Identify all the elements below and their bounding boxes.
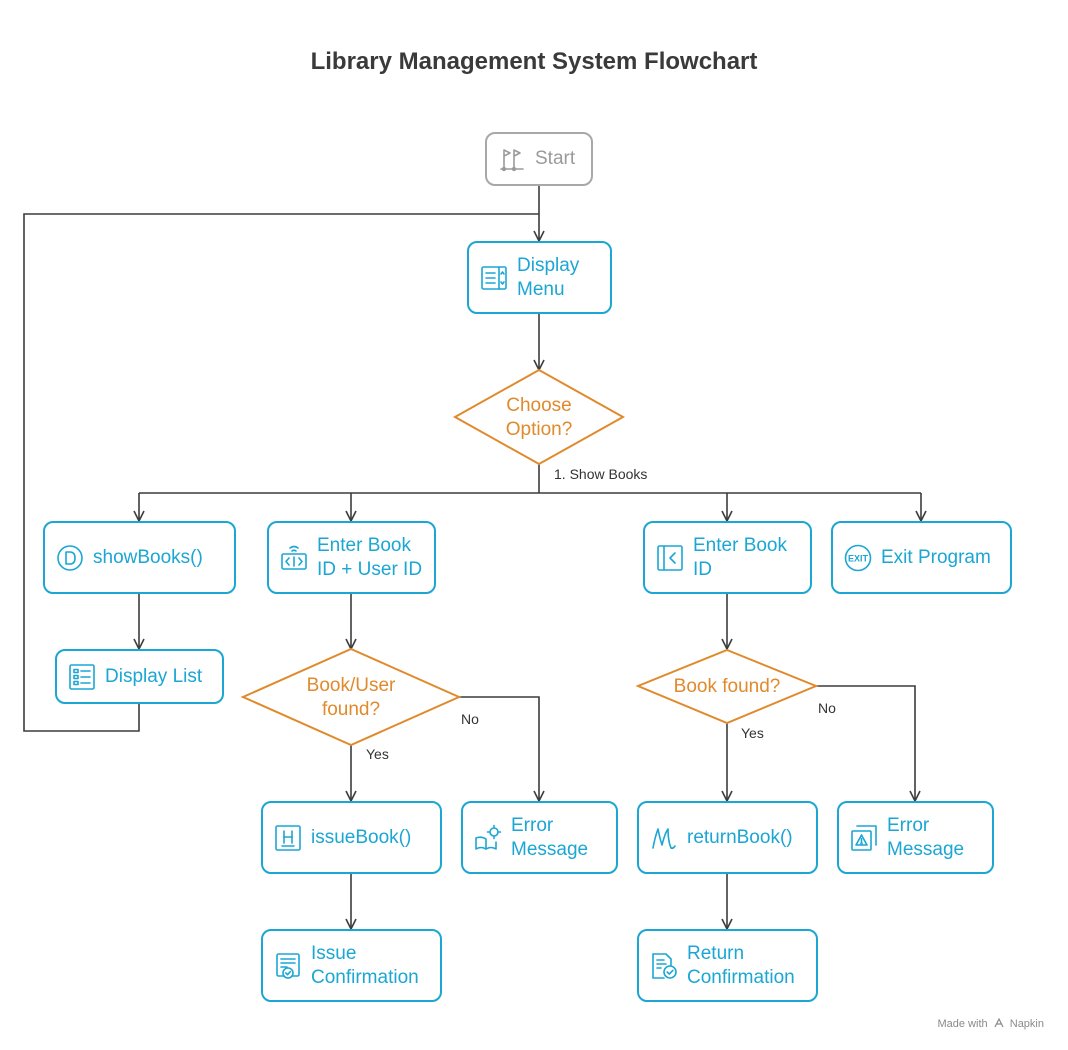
- napkin-logo-icon: [994, 1018, 1004, 1028]
- node-return-book-label: returnBook(): [687, 826, 793, 848]
- node-display-list-label: Display List: [105, 665, 203, 687]
- node-return-book[interactable]: returnBook(): [637, 801, 818, 874]
- edge-label-issue-no: No: [461, 711, 479, 727]
- node-issue-error-message[interactable]: Error Message: [461, 801, 618, 874]
- edge-bookuser-no: [459, 696, 539, 801]
- script-m-icon: [649, 823, 679, 853]
- decision-book-found-shape: [635, 648, 819, 725]
- decision-choose-option-shape: [452, 368, 626, 466]
- svg-text:EXIT: EXIT: [848, 553, 869, 563]
- node-display-menu[interactable]: Display Menu: [467, 241, 612, 314]
- node-exit-program-label: Exit Program: [881, 546, 991, 568]
- node-enter-book-user-id[interactable]: Enter Book ID + User ID: [267, 521, 436, 594]
- node-return-error-message-label: Error Message: [887, 814, 965, 860]
- node-issue-book[interactable]: issueBook(): [261, 801, 442, 874]
- node-enter-book-user-id-label: Enter Book ID + User ID: [317, 534, 423, 580]
- book-gear-icon: [473, 823, 503, 853]
- node-issue-book-label: issueBook(): [311, 826, 412, 848]
- node-show-books[interactable]: showBooks(): [43, 521, 236, 594]
- node-issue-confirmation[interactable]: Issue Confirmation: [261, 929, 442, 1002]
- page-title: Library Management System Flowchart: [310, 48, 758, 75]
- napkin-brand-label: Napkin: [1009, 1018, 1044, 1030]
- certificate-check-icon: [273, 951, 303, 981]
- node-start[interactable]: Start: [485, 132, 593, 186]
- node-show-books-label: showBooks(): [93, 546, 203, 568]
- decision-book-found-label[interactable]: Book found?: [673, 676, 781, 697]
- node-return-confirmation-label: Return Confirmation: [687, 942, 795, 988]
- decision-choose-option-label[interactable]: Choose Option?: [505, 395, 573, 440]
- node-display-list[interactable]: Display List: [55, 649, 224, 704]
- flags-icon: [497, 144, 527, 174]
- edge-loop-back: [23, 213, 539, 732]
- node-start-label: Start: [535, 148, 576, 169]
- node-enter-book-id[interactable]: Enter Book ID: [643, 521, 812, 594]
- edge-bookfound-no: [816, 685, 915, 801]
- node-return-confirmation[interactable]: Return Confirmation: [637, 929, 818, 1002]
- list-icon: [67, 662, 97, 692]
- edge-label-return-no: No: [818, 700, 836, 716]
- decision-book-user-found-shape: [240, 647, 462, 747]
- panel-back-icon: [655, 543, 685, 573]
- node-display-menu-label: Display Menu: [517, 254, 580, 300]
- node-exit-program[interactable]: EXIT Exit Program: [831, 521, 1012, 594]
- warning-document-icon: [849, 823, 879, 853]
- made-with-footer: Made with Napkin: [937, 1018, 1044, 1030]
- code-signal-icon: [279, 543, 309, 573]
- edge-label-show-books: 1. Show Books: [554, 466, 648, 482]
- node-return-error-message[interactable]: Error Message: [837, 801, 994, 874]
- node-issue-error-message-label: Error Message: [511, 814, 589, 860]
- menu-panel-icon: [479, 263, 509, 293]
- edge-label-issue-yes: Yes: [366, 746, 389, 762]
- made-with-label: Made with: [937, 1018, 988, 1030]
- decision-book-user-found-label[interactable]: Book/User found?: [306, 675, 396, 720]
- document-check-icon: [649, 951, 679, 981]
- h-box-icon: [273, 823, 303, 853]
- edge-label-return-yes: Yes: [741, 725, 764, 741]
- node-issue-confirmation-label: Issue Confirmation: [311, 942, 419, 988]
- exit-badge-icon: EXIT: [843, 543, 873, 573]
- node-enter-book-id-label: Enter Book ID: [693, 534, 787, 580]
- circle-d-icon: [55, 543, 85, 573]
